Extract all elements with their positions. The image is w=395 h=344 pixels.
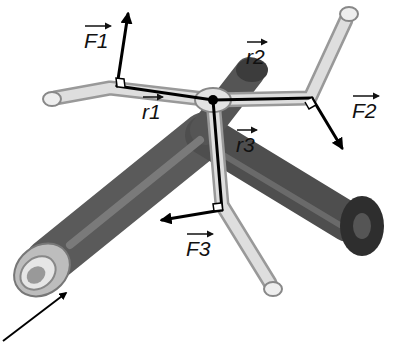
hose-connector <box>4 233 81 308</box>
vector-label: F2 <box>352 100 377 121</box>
vector-arrow <box>247 41 267 43</box>
vector-arrow <box>187 233 213 235</box>
right-wheel <box>340 196 384 256</box>
vector-arrow <box>85 25 111 27</box>
sprinkler-arms <box>55 20 346 283</box>
nozzle <box>43 92 61 106</box>
right-angle-marks <box>116 78 316 211</box>
nozzle <box>264 282 282 296</box>
vector-label: F1 <box>84 30 109 51</box>
wheel-hub <box>353 213 371 239</box>
vector-label: r3 <box>236 134 255 155</box>
nozzle <box>340 7 358 21</box>
vector-arrow <box>143 96 163 98</box>
pivot-dot <box>208 95 218 105</box>
vector-label: F3 <box>186 238 211 259</box>
vector-lines <box>117 14 342 220</box>
vector-arrow <box>353 95 379 97</box>
vector-label: r1 <box>142 101 161 122</box>
pointer-arrow <box>3 293 66 341</box>
vector-arrow <box>237 129 257 131</box>
vector-label: r2 <box>246 46 265 67</box>
